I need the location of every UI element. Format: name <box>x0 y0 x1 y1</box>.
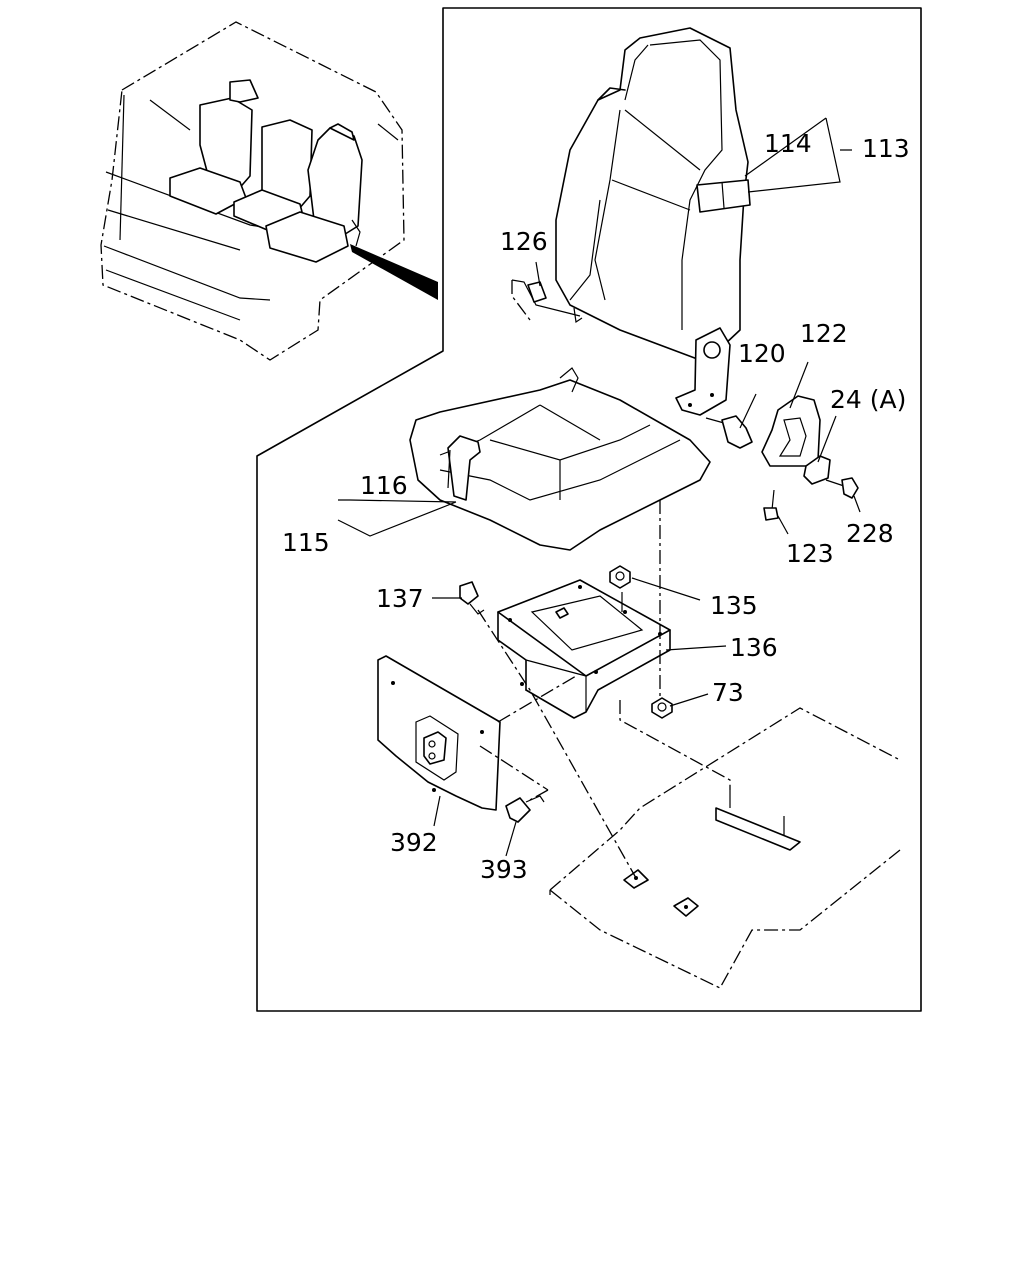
part-label-24a: 24 (A) <box>830 385 906 414</box>
part-label-122: 122 <box>800 319 848 348</box>
assembly-lines <box>477 500 731 879</box>
part-label-126: 126 <box>500 227 548 256</box>
part-label-135: 135 <box>710 591 758 620</box>
part-label-116: 116 <box>360 471 408 500</box>
side-cover-parts <box>705 395 859 521</box>
part-label-115: 115 <box>282 528 330 557</box>
part-label-137: 137 <box>376 584 424 613</box>
pointer-wedge <box>350 244 438 300</box>
seat-back <box>511 27 751 416</box>
part-label-393: 393 <box>480 855 528 884</box>
part-label-120: 120 <box>738 339 786 368</box>
part-label-136: 136 <box>730 633 778 662</box>
part-labels: 113 114 126 122 120 24 (A) 116 115 228 1… <box>282 129 910 884</box>
leader-lines <box>337 117 861 857</box>
seat-base-bracket <box>459 565 673 719</box>
part-label-392: 392 <box>390 828 438 857</box>
detail-frame <box>256 7 922 1012</box>
part-label-113: 113 <box>862 134 910 163</box>
part-label-114: 114 <box>764 129 812 158</box>
part-label-73: 73 <box>712 678 744 707</box>
part-label-123: 123 <box>786 539 834 568</box>
cab-floor <box>549 707 901 989</box>
part-label-228: 228 <box>846 519 894 548</box>
cab-overview-inset <box>100 21 438 361</box>
seat-cushion <box>409 367 711 551</box>
side-panel <box>377 655 545 823</box>
